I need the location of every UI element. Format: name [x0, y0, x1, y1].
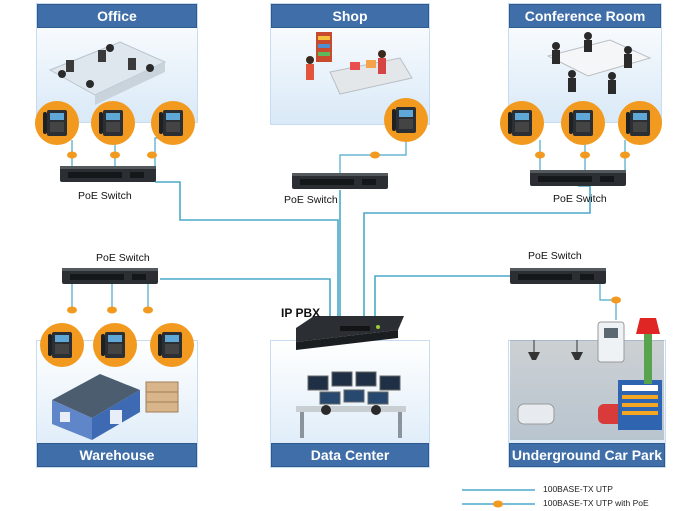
warehouse-switch-label: PoE Switch: [96, 252, 150, 264]
legend-utp-poe-text: 100BASE-TX UTP with PoE: [543, 498, 649, 508]
warehouse-scene: [52, 374, 179, 440]
carpark-title: Underground Car Park: [509, 443, 665, 467]
shop-scene: [306, 32, 413, 95]
shop-switch-label: PoE Switch: [284, 194, 338, 206]
datacenter-panel: Data Center: [270, 340, 430, 468]
office-phones: [35, 101, 195, 145]
conference-title: Conference Room: [509, 4, 661, 28]
poe-links: [71, 137, 626, 320]
datacenter-title: Data Center: [271, 443, 429, 467]
carpark-scene: [510, 318, 664, 440]
warehouse-title: Warehouse: [37, 443, 197, 467]
warehouse-poe-switch-icon: [62, 268, 158, 284]
shop-poe-switch-icon: [292, 173, 388, 189]
legend-utp-text: 100BASE-TX UTP: [543, 484, 613, 494]
conference-switch-label: PoE Switch: [553, 193, 607, 205]
ip-pbx-label: IP PBX: [281, 306, 321, 320]
legend-poe-badge: [493, 500, 503, 508]
warehouse-phones: [40, 323, 194, 367]
conference-scene: [546, 32, 652, 94]
carpark-poe-switch-icon: [510, 268, 606, 284]
conference-phones: [500, 101, 662, 145]
office-title: Office: [37, 4, 197, 28]
datacenter-scene: [296, 371, 406, 438]
ip-pbx-icon: [296, 316, 404, 350]
poe-badges: [67, 151, 630, 314]
shop-phone: [384, 98, 428, 142]
office-poe-switch-icon: [60, 166, 156, 182]
conference-poe-switch-icon: [530, 170, 626, 186]
utp-links: [155, 181, 591, 325]
office-switch-label: PoE Switch: [78, 190, 132, 202]
office-scene: [48, 41, 167, 105]
shop-title: Shop: [271, 4, 429, 28]
carpark-switch-label: PoE Switch: [528, 250, 582, 262]
